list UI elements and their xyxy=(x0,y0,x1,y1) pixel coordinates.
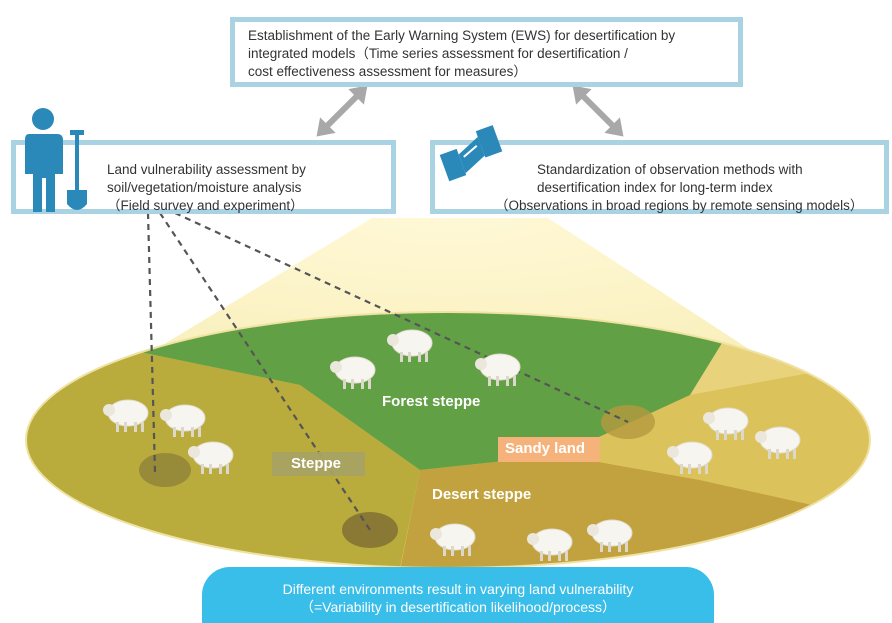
ews-line-2: integrated models（Time series assessment… xyxy=(248,46,628,61)
steppe-label-bg xyxy=(272,452,365,476)
desert-steppe-label: Desert steppe xyxy=(432,486,532,503)
steppe-label: Steppe xyxy=(291,455,342,472)
forest-steppe-zone xyxy=(140,313,730,470)
land-line-1: Land vulnerability assessment by xyxy=(107,162,306,177)
forest-steppe-label: Forest steppe xyxy=(382,393,481,410)
std-line-2: desertification index for long-term inde… xyxy=(537,180,773,195)
sandy-land-label: Sandy land xyxy=(505,440,586,457)
land-line-3: （Field survey and experiment） xyxy=(107,198,304,213)
std-line-3: （Observations in broad regions by remote… xyxy=(495,198,864,213)
standardization-box: Standardization of observation methods w… xyxy=(430,140,889,214)
double-arrow-icon xyxy=(565,78,631,144)
banner-line-2: （=Variability in desertification likelih… xyxy=(299,599,617,615)
sample-spot-center xyxy=(342,512,398,548)
land-line-2: soil/vegetation/moisture analysis xyxy=(107,180,302,195)
sample-spot-left xyxy=(139,453,191,487)
satellite-icon xyxy=(439,125,503,182)
conclusion-banner: Different environments result in varying… xyxy=(202,567,714,623)
survey-line-2 xyxy=(159,212,371,531)
banner-line-1: Different environments result in varying… xyxy=(282,581,634,597)
sandy-label-bg xyxy=(498,437,600,462)
ews-box: Establishment of the Early Warning Syste… xyxy=(230,17,743,87)
double-arrow-icon xyxy=(309,78,375,144)
ews-line-3: cost effectiveness assessment for measur… xyxy=(248,64,527,79)
std-line-1: Standardization of observation methods w… xyxy=(537,162,803,177)
person-with-shovel-icon xyxy=(25,108,87,212)
sandy-land-zone xyxy=(560,360,870,520)
steppe-zone xyxy=(26,312,420,568)
ews-line-1: Establishment of the Early Warning Syste… xyxy=(248,28,676,43)
